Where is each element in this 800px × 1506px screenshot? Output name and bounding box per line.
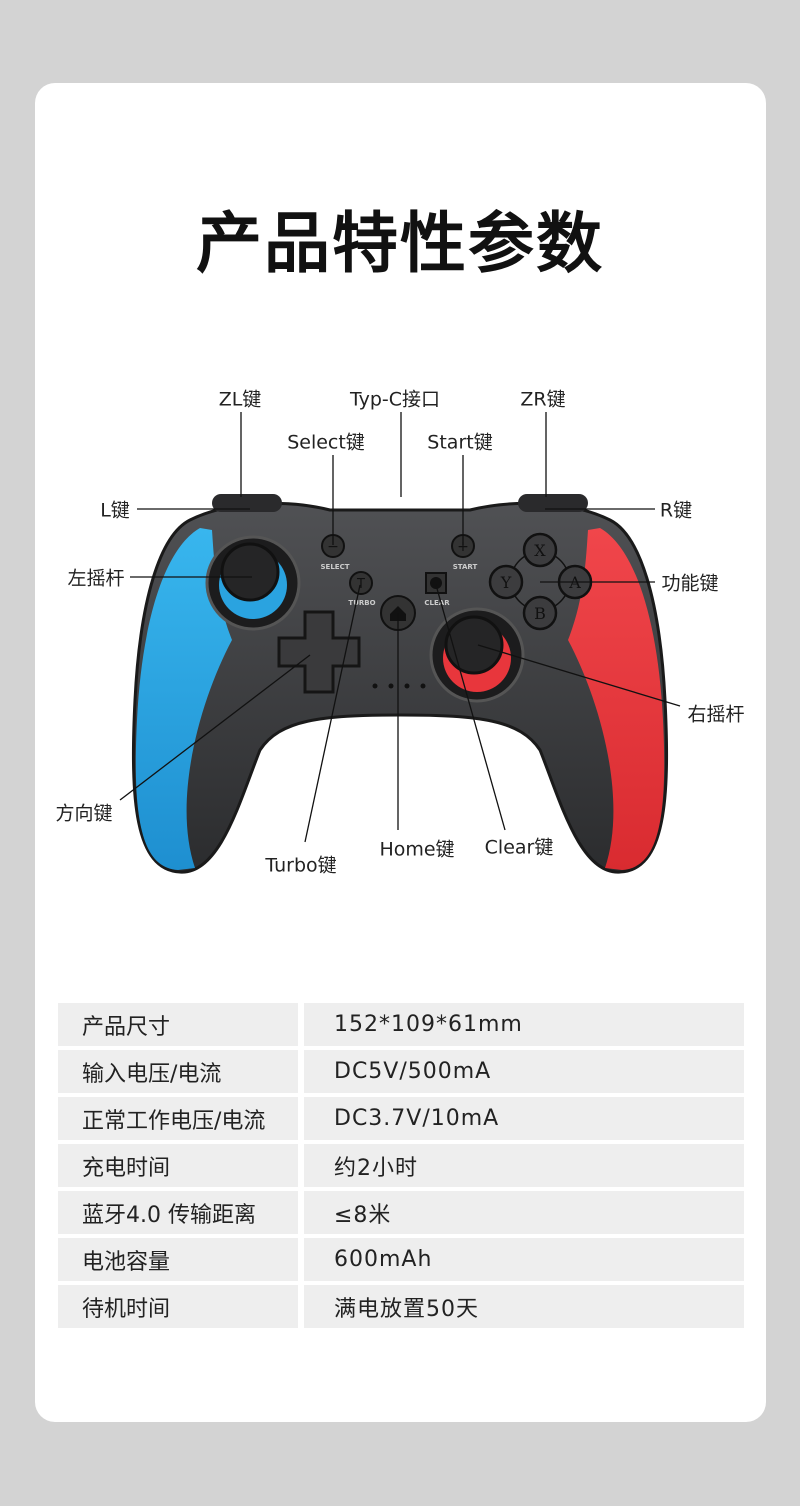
table-row: 待机时间满电放置50天: [58, 1285, 744, 1328]
spec-value: 满电放置50天: [304, 1285, 744, 1328]
page-title: 产品特性参数: [196, 205, 604, 282]
zr-trigger: [518, 494, 588, 512]
svg-text:CLEAR: CLEAR: [424, 599, 450, 607]
label-clear: Clear键: [484, 836, 554, 859]
label-select: Select键: [287, 431, 365, 454]
table-row: 蓝牙4.0 传输距离≤8米: [58, 1191, 744, 1234]
spec-name: 产品尺寸: [58, 1003, 298, 1046]
label-left-stick: 左摇杆: [67, 567, 125, 590]
label-r: R键: [659, 499, 693, 522]
dpad: [277, 610, 361, 694]
svg-text:START: START: [453, 563, 478, 571]
svg-text:Y: Y: [500, 573, 512, 592]
left-grip: [135, 528, 232, 870]
controller-image: − + T SELECT START TURBO CLEAR XY AB: [119, 412, 681, 874]
spec-name: 蓝牙4.0 传输距离: [58, 1191, 298, 1234]
label-typec: Typ-C接口: [349, 388, 441, 411]
spec-name: 正常工作电压/电流: [58, 1097, 298, 1140]
label-turbo: Turbo键: [265, 854, 337, 877]
label-home: Home键: [379, 838, 455, 861]
svg-text:B: B: [534, 604, 546, 623]
spec-value: DC3.7V/10mA: [304, 1097, 744, 1140]
spec-name: 输入电压/电流: [58, 1050, 298, 1093]
svg-text:T: T: [356, 577, 365, 592]
svg-text:+: +: [457, 539, 469, 555]
label-dpad: 方向键: [55, 802, 113, 825]
right-grip: [568, 528, 665, 870]
svg-text:TURBO: TURBO: [348, 599, 375, 607]
spec-value: 600mAh: [304, 1238, 744, 1281]
spec-value: 152*109*61mm: [304, 1003, 744, 1046]
label-zr: ZR键: [520, 388, 566, 411]
spec-name: 充电时间: [58, 1144, 298, 1187]
svg-text:−: −: [327, 539, 339, 555]
callout-lines: [119, 412, 681, 843]
label-l: L键: [100, 499, 130, 522]
spec-value: ≤8米: [304, 1191, 744, 1234]
spec-name: 电池容量: [58, 1238, 298, 1281]
table-row: 充电时间约2小时: [58, 1144, 744, 1187]
svg-text:SELECT: SELECT: [321, 563, 350, 571]
spec-value: DC5V/500mA: [304, 1050, 744, 1093]
label-function: 功能键: [661, 572, 719, 595]
zl-trigger: [212, 494, 282, 512]
svg-text:X: X: [534, 541, 546, 560]
spec-name: 待机时间: [58, 1285, 298, 1328]
spec-value: 约2小时: [304, 1144, 744, 1187]
label-zl: ZL键: [218, 388, 262, 411]
label-start: Start键: [427, 431, 493, 454]
label-right-stick: 右摇杆: [687, 703, 745, 726]
